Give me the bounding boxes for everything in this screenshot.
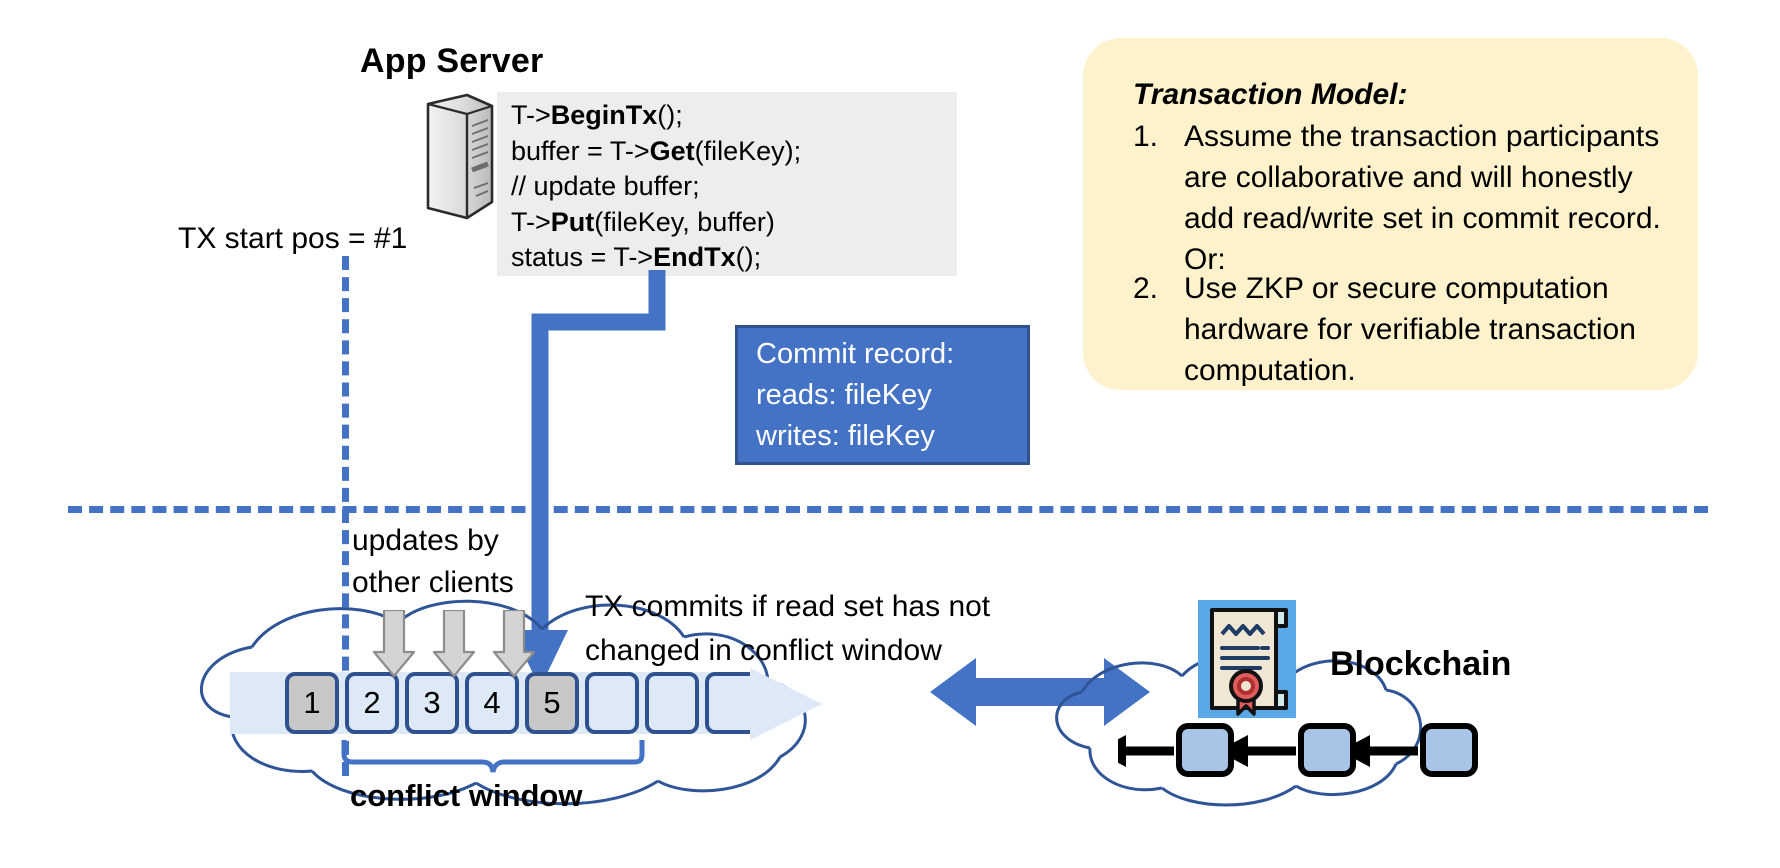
horizontal-dashed-separator bbox=[68, 506, 1708, 513]
transaction-model-item-1: 1. Assume the transaction participants a… bbox=[1133, 116, 1688, 280]
certificate-contract-icon bbox=[1198, 600, 1296, 718]
app-server-title: App Server bbox=[360, 42, 544, 80]
commit-record-box: Commit record: reads: fileKey writes: fi… bbox=[735, 325, 1030, 465]
blockchain-block-1[interactable] bbox=[1176, 723, 1234, 777]
code-line-2: buffer = T->Get(fileKey); bbox=[511, 135, 802, 166]
code-line-3: // update buffer; bbox=[511, 171, 700, 201]
transaction-model-item-1-text: Assume the transaction participants are … bbox=[1184, 120, 1661, 276]
transaction-model-item-2: 2. Use ZKP or secure computation hardwar… bbox=[1133, 268, 1688, 391]
code-line-5: status = T->EndTx(); bbox=[511, 242, 762, 272]
ledger-block-4[interactable]: 4 bbox=[465, 672, 519, 734]
transaction-model-title: Transaction Model: bbox=[1133, 78, 1408, 111]
updates-by-other-clients-label: updates by other clients bbox=[352, 520, 514, 604]
commit-record-line-1: Commit record: bbox=[756, 338, 955, 370]
ledger-growth-arrow bbox=[750, 664, 840, 749]
code-line-4: T->Put(fileKey, buffer) bbox=[511, 206, 775, 237]
conflict-window-label: conflict window bbox=[350, 778, 583, 813]
ledger-block-7[interactable] bbox=[645, 672, 699, 734]
transaction-model-item-2-number: 2. bbox=[1133, 272, 1159, 305]
transaction-model-item-2-text: Use ZKP or secure computation hardware f… bbox=[1184, 272, 1636, 387]
bidirectional-sync-arrow bbox=[930, 650, 1150, 734]
tx-commit-note-line-2: changed in conflict window bbox=[585, 634, 942, 667]
ledger-block-3[interactable]: 3 bbox=[405, 672, 459, 734]
other-client-update-arrows bbox=[370, 608, 570, 680]
tx-start-pos-label: TX start pos = #1 bbox=[178, 222, 408, 255]
commit-flow-arrow bbox=[512, 270, 780, 690]
commit-record-line-3: writes: fileKey bbox=[756, 420, 935, 452]
code-block: T->BeginTx(); buffer = T->Get(fileKey); … bbox=[497, 92, 957, 276]
commit-record-line-2: reads: fileKey bbox=[756, 379, 932, 411]
conflict-window-brace bbox=[340, 740, 650, 774]
ledger-block-6[interactable] bbox=[585, 672, 639, 734]
updates-label-line-1: updates by bbox=[352, 524, 499, 557]
ledger-block-5[interactable]: 5 bbox=[525, 672, 579, 734]
tx-commit-condition-note: TX commits if read set has not changed i… bbox=[585, 585, 990, 673]
server-tower-icon bbox=[420, 92, 500, 222]
blockchain-block-chain bbox=[1118, 723, 1478, 783]
tx-commit-note-line-1: TX commits if read set has not bbox=[585, 590, 991, 623]
ledger-block-1[interactable]: 1 bbox=[285, 672, 339, 734]
ledger-block-row: 1 2 3 4 5 bbox=[285, 672, 759, 734]
transaction-model-callout bbox=[1083, 38, 1698, 390]
code-line-1: T->BeginTx(); bbox=[511, 100, 683, 130]
updates-label-line-2: other clients bbox=[352, 566, 514, 599]
tx-start-dashed-line bbox=[342, 256, 349, 776]
blockchain-block-3[interactable] bbox=[1420, 723, 1478, 777]
blockchain-label: Blockchain bbox=[1330, 645, 1512, 683]
blockchain-block-2[interactable] bbox=[1298, 723, 1356, 777]
transaction-model-item-1-number: 1. bbox=[1133, 120, 1159, 153]
ledger-block-2[interactable]: 2 bbox=[345, 672, 399, 734]
